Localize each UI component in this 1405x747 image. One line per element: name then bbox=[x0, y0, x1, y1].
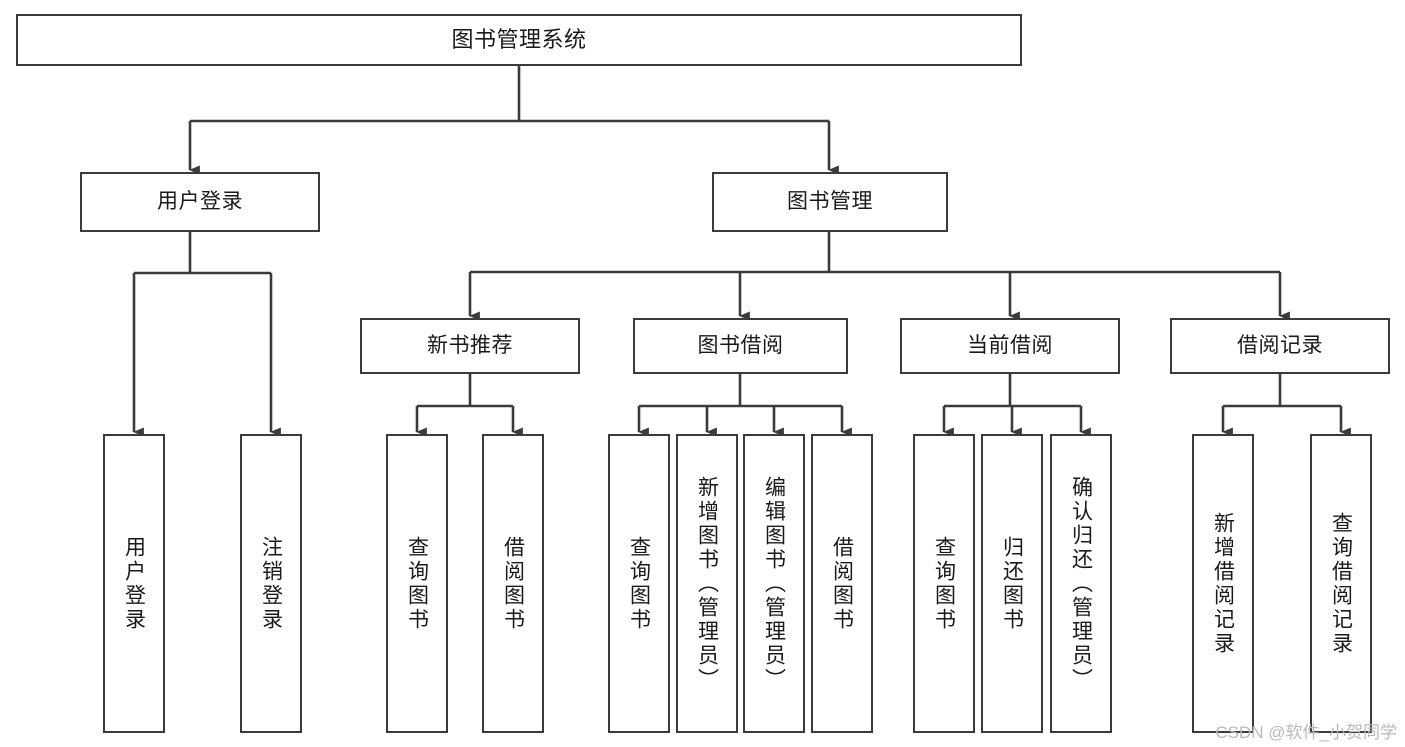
leaf-label: 查询借阅记录 bbox=[1329, 511, 1353, 656]
node-book-management-label: 图书管理 bbox=[787, 189, 873, 213]
node-root[interactable]: 图书管理系统 bbox=[16, 14, 1022, 66]
leaf-borrow-record-0[interactable]: 新增借阅记录 bbox=[1192, 434, 1254, 733]
leaf-book-borrow-1[interactable]: 新增图书（管理员） bbox=[676, 434, 738, 733]
leaf-label: 用户登录 bbox=[122, 535, 146, 632]
leaf-label: 查询图书 bbox=[405, 535, 429, 632]
node-borrow-record-label: 借阅记录 bbox=[1237, 333, 1323, 357]
leaf-user-login-0[interactable]: 用户登录 bbox=[103, 434, 165, 733]
node-user-login-label: 用户登录 bbox=[157, 189, 243, 213]
leaf-current-borrow-2[interactable]: 确认归还（管理员） bbox=[1050, 434, 1112, 733]
leaf-label: 新增图书（管理员） bbox=[695, 475, 719, 692]
node-borrow-record[interactable]: 借阅记录 bbox=[1170, 318, 1390, 374]
leaf-current-borrow-1[interactable]: 归还图书 bbox=[981, 434, 1043, 733]
leaf-label: 编辑图书（管理员） bbox=[762, 475, 786, 692]
node-book-management[interactable]: 图书管理 bbox=[712, 172, 948, 232]
leaf-label: 注销登录 bbox=[259, 535, 283, 632]
node-user-login[interactable]: 用户登录 bbox=[80, 172, 320, 232]
node-new-book-recommend[interactable]: 新书推荐 bbox=[360, 318, 580, 374]
leaf-book-borrow-0[interactable]: 查询图书 bbox=[608, 434, 670, 733]
leaf-user-login-1[interactable]: 注销登录 bbox=[240, 434, 302, 733]
node-current-borrow-label: 当前借阅 bbox=[967, 333, 1053, 357]
leaf-book-borrow-2[interactable]: 编辑图书（管理员） bbox=[743, 434, 805, 733]
leaf-borrow-record-1[interactable]: 查询借阅记录 bbox=[1310, 434, 1372, 733]
leaf-new-book-recommend-1[interactable]: 借阅图书 bbox=[482, 434, 544, 733]
node-root-label: 图书管理系统 bbox=[451, 27, 587, 53]
leaf-label: 查询图书 bbox=[932, 535, 956, 632]
leaf-new-book-recommend-0[interactable]: 查询图书 bbox=[386, 434, 448, 733]
node-current-borrow[interactable]: 当前借阅 bbox=[900, 318, 1120, 374]
leaf-label: 借阅图书 bbox=[830, 535, 854, 632]
leaf-label: 确认归还（管理员） bbox=[1069, 475, 1093, 692]
watermark: CSDN @软件_小贺同学 bbox=[1215, 723, 1397, 742]
node-new-book-recommend-label: 新书推荐 bbox=[427, 333, 513, 357]
leaf-label: 借阅图书 bbox=[501, 535, 525, 632]
leaf-current-borrow-0[interactable]: 查询图书 bbox=[913, 434, 975, 733]
leaf-book-borrow-3[interactable]: 借阅图书 bbox=[811, 434, 873, 733]
leaf-label: 归还图书 bbox=[1000, 535, 1024, 632]
leaf-label: 查询图书 bbox=[627, 535, 651, 632]
node-book-borrow-label: 图书借阅 bbox=[697, 333, 784, 357]
leaf-label: 新增借阅记录 bbox=[1211, 511, 1235, 656]
node-book-borrow[interactable]: 图书借阅 bbox=[633, 318, 848, 374]
